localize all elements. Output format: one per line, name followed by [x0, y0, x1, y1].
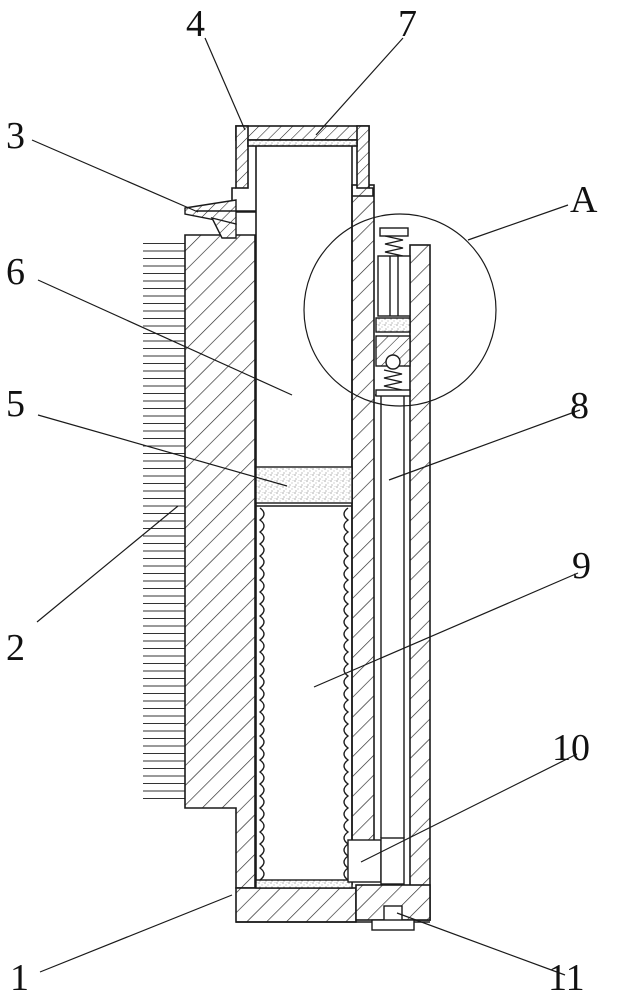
label-4: 4 — [186, 3, 205, 45]
label-10: 10 — [552, 727, 590, 769]
bellows — [255, 505, 353, 889]
callout-labels: 4 7 3 6 5 2 A 8 9 10 1 11 — [6, 3, 598, 999]
side-nozzle — [184, 199, 256, 239]
label-A: A — [570, 179, 598, 221]
leader-lines — [31, 37, 581, 976]
label-1: 1 — [10, 957, 29, 999]
heat-sink-fins — [143, 238, 185, 800]
label-9: 9 — [572, 545, 591, 587]
valve-assembly — [303, 213, 497, 407]
label-2: 2 — [6, 627, 25, 669]
piston-rod — [347, 394, 415, 931]
label-7: 7 — [398, 3, 417, 45]
label-6: 6 — [6, 251, 25, 293]
label-8: 8 — [570, 385, 589, 427]
top-cap — [231, 125, 374, 888]
filter-layer — [255, 466, 353, 504]
label-3: 3 — [6, 115, 25, 157]
housing-body — [184, 184, 431, 923]
label-11: 11 — [548, 957, 585, 999]
label-5: 5 — [6, 383, 25, 425]
